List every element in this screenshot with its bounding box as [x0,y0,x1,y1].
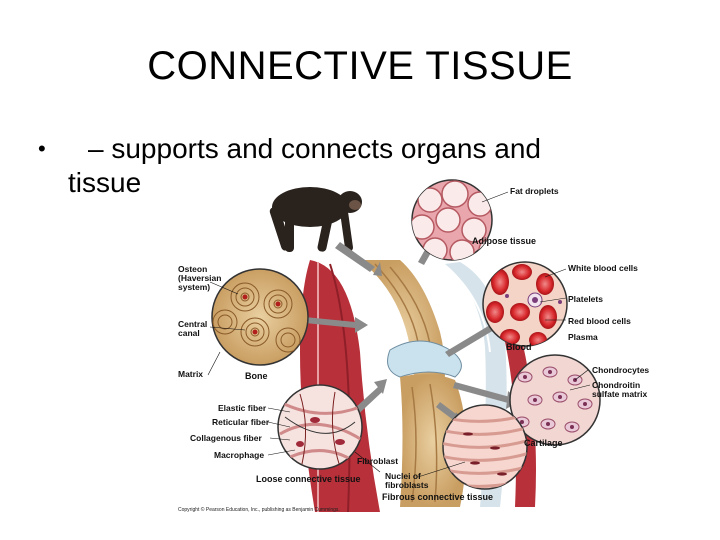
fibrous-connective-circle [442,404,528,490]
bullet-dot: • [38,136,46,161]
label-central-canal-1: Central [178,319,207,329]
adipose-tissue-circle [411,179,493,261]
slide-title: CONNECTIVE TISSUE [147,44,573,88]
label-adipose-tissue: Adipose tissue [472,236,536,246]
label-collagenous-fiber: Collagenous fiber [190,433,262,443]
label-osteon-1: Osteon [178,264,207,274]
label-blood: Blood [506,342,532,352]
label-nuclei-2: fibroblasts [385,480,429,490]
label-fibroblast: Fibroblast [357,456,398,466]
label-osteon-3: system) [178,282,210,292]
cartilage-circle [509,354,601,446]
leader-lines [207,191,591,478]
chimpanzee-image [269,187,362,252]
label-fat-droplets: Fat droplets [510,186,559,196]
label-fibrous-connective: Fibrous connective tissue [382,492,493,502]
loose-connective-circle [277,384,363,470]
bone-circle [211,268,309,366]
label-cartilage: Cartilage [524,438,563,448]
label-osteon-2: (Haversian [178,273,221,283]
label-loose-connective: Loose connective tissue [256,474,361,484]
label-platelets: Platelets [568,294,603,304]
label-white-blood-cells: White blood cells [568,263,638,273]
label-central-canal-2: canal [178,328,200,338]
bullet-text-line1: – supports and connects organs and [88,133,541,164]
label-chondroitin-2: sulfate matrix [592,389,648,399]
label-chondrocytes: Chondrocytes [592,365,649,375]
bullet-text-line2: tissue [68,167,142,198]
label-elastic-fiber: Elastic fiber [218,403,267,413]
copyright-text: Copyright © Pearson Education, Inc., pub… [178,506,340,513]
label-red-blood-cells: Red blood cells [568,316,631,326]
label-matrix: Matrix [178,369,203,379]
label-nuclei-1: Nuclei of [385,471,421,481]
label-bone: Bone [245,371,268,381]
label-chondroitin-1: Chondroitin [592,380,640,390]
label-plasma: Plasma [568,332,598,342]
label-reticular-fiber: Reticular fiber [212,417,270,427]
connective-tissue-figure: Fat droplets Adipose tissue White blood … [178,179,649,513]
label-macrophage: Macrophage [214,450,264,460]
